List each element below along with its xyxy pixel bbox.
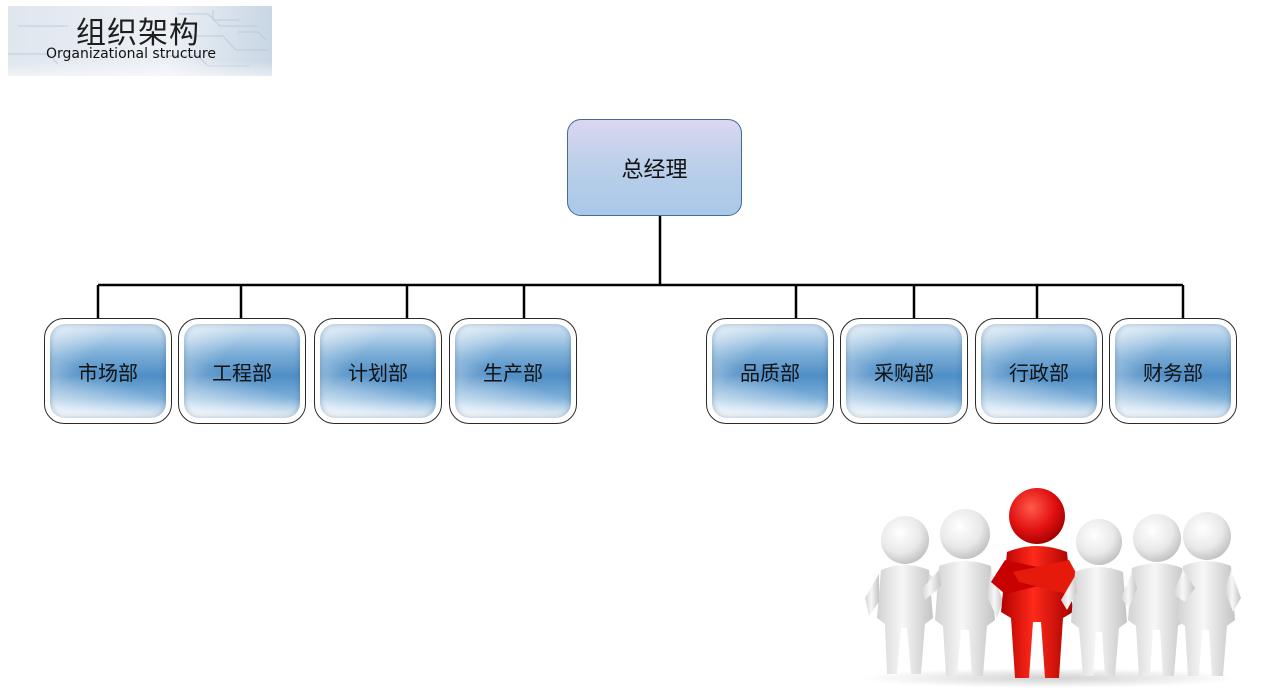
org-node-dept: 行政部 (975, 318, 1103, 424)
page-subtitle: Organizational structure (46, 46, 216, 62)
page-title: 组织架构 (76, 16, 200, 51)
dept-label: 市场部 (78, 360, 138, 385)
header-banner: 组织架构 Organizational structure (8, 6, 272, 90)
org-node-dept: 生产部 (449, 318, 577, 424)
dept-label: 行政部 (1009, 360, 1069, 385)
dept-label: 计划部 (348, 360, 408, 385)
org-node-dept: 财务部 (1109, 318, 1237, 424)
dept-label: 品质部 (740, 360, 800, 385)
org-node-root: 总经理 (567, 119, 742, 216)
org-node-dept: 品质部 (706, 318, 834, 424)
team-leader-figures-icon (860, 488, 1241, 688)
org-node-dept: 工程部 (178, 318, 306, 424)
org-node-dept: 计划部 (314, 318, 442, 424)
dept-label: 财务部 (1143, 360, 1203, 385)
dept-label: 采购部 (874, 360, 934, 385)
header-banner-background (8, 6, 272, 90)
org-node-dept: 市场部 (44, 318, 172, 424)
dept-label: 生产部 (483, 360, 543, 385)
dept-label: 工程部 (212, 360, 272, 385)
org-node-dept: 采购部 (840, 318, 968, 424)
